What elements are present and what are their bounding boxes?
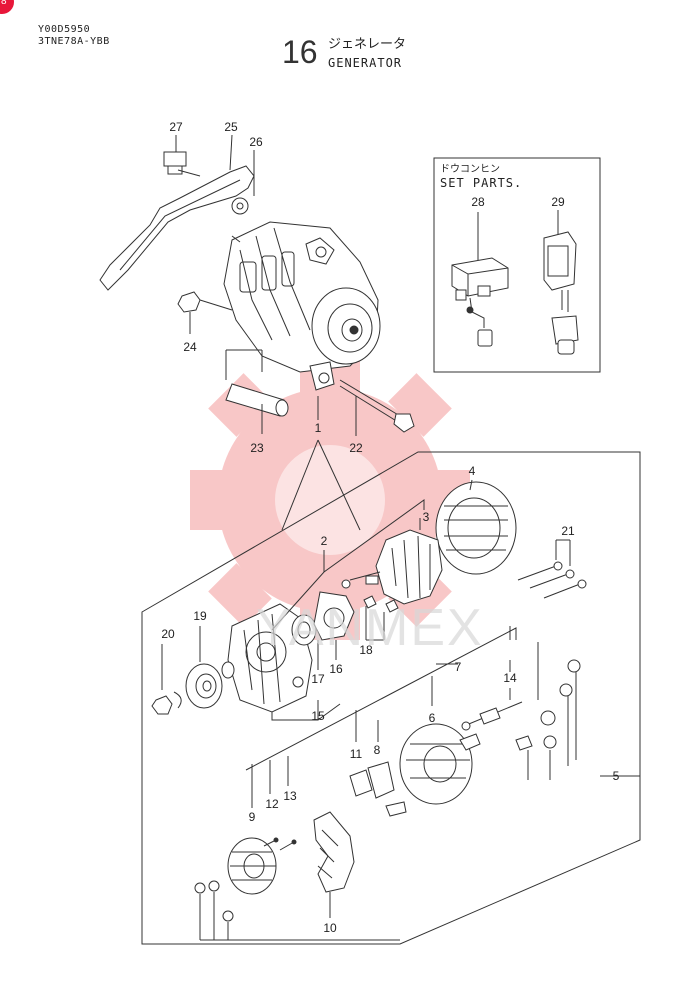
nut-part-20[interactable]	[151, 644, 182, 715]
nut-bottom-parts[interactable]	[194, 880, 400, 941]
screw-part-13[interactable]	[279, 756, 297, 851]
title-english: GENERATOR	[328, 56, 403, 70]
callout-6[interactable]: 6	[428, 711, 436, 725]
corner-badge-label: 8	[1, 0, 7, 7]
terminal-part-14[interactable]	[461, 660, 523, 731]
leader-part-15	[271, 700, 341, 721]
set-parts-label-jp: ドウコンヒン	[440, 164, 500, 175]
stator-part-4[interactable]	[435, 479, 517, 575]
assembly-boundary	[141, 451, 641, 945]
callout-28[interactable]: 28	[471, 195, 485, 209]
model-code: 3TNE78A-YBB	[38, 36, 110, 47]
callout-16[interactable]: 16	[329, 662, 343, 676]
fan-part-9[interactable]	[227, 764, 277, 895]
drawing-code: Y00D5950	[38, 24, 91, 35]
callout-23[interactable]: 23	[250, 441, 264, 455]
regulator-part-29[interactable]	[543, 210, 579, 355]
callout-19[interactable]: 19	[193, 609, 207, 623]
screw-part-18[interactable]	[363, 595, 399, 641]
title-japanese: ジェネレータ	[328, 37, 407, 52]
rear-assembly-line	[245, 627, 517, 771]
bearing-part-17[interactable]	[291, 614, 319, 670]
washer-part-26[interactable]	[231, 150, 255, 215]
bolt-part-22[interactable]	[339, 379, 415, 436]
regulator-part-28[interactable]	[451, 212, 509, 347]
callout-5[interactable]: 5	[612, 769, 620, 783]
callout-9[interactable]: 9	[248, 810, 256, 824]
insulator-parts[interactable]	[509, 626, 581, 780]
spacer-ring[interactable]	[221, 661, 235, 679]
callout-3[interactable]: 3	[422, 510, 430, 524]
set-parts-label-en: SET PARTS.	[440, 176, 523, 190]
callout-10[interactable]: 10	[323, 921, 337, 935]
set-parts-box	[433, 157, 601, 373]
retainer-plate-part-16[interactable]	[313, 579, 355, 660]
callout-17[interactable]: 17	[311, 672, 325, 686]
screw-part-21[interactable]	[517, 539, 587, 599]
callout-25[interactable]: 25	[224, 120, 238, 134]
callout-1[interactable]: 1	[314, 421, 322, 435]
rear-cover-part-10[interactable]	[313, 811, 355, 918]
callout-15[interactable]: 15	[311, 709, 325, 723]
bolt-part-27[interactable]	[163, 135, 201, 177]
callout-7[interactable]: 7	[454, 660, 462, 674]
callout-13[interactable]: 13	[283, 789, 297, 803]
callout-14[interactable]: 14	[503, 671, 517, 685]
callout-11[interactable]: 11	[349, 747, 363, 761]
callout-22[interactable]: 22	[349, 441, 363, 455]
callout-27[interactable]: 27	[169, 120, 183, 134]
callout-4[interactable]: 4	[468, 464, 476, 478]
nut-part-24[interactable]	[177, 291, 233, 334]
rotor-part-3[interactable]	[349, 518, 443, 605]
callout-26[interactable]: 26	[249, 135, 263, 149]
watermark-text: YANMEX	[256, 599, 484, 657]
callout-8[interactable]: 8	[373, 743, 381, 757]
rear-frame-part-6[interactable]	[399, 676, 481, 805]
callout-20[interactable]: 20	[161, 627, 175, 641]
callout-21[interactable]: 21	[561, 524, 575, 538]
callout-12[interactable]: 12	[265, 797, 279, 811]
leader-part-1	[281, 396, 361, 531]
callout-18[interactable]: 18	[359, 643, 373, 657]
sleeve-part-23[interactable]	[225, 349, 289, 434]
callout-24[interactable]: 24	[183, 340, 197, 354]
callout-29[interactable]: 29	[551, 195, 565, 209]
pulley-part-19[interactable]	[185, 626, 223, 709]
brush-holder-part-11[interactable]	[349, 710, 407, 817]
callout-2[interactable]: 2	[320, 534, 328, 548]
section-number: 16	[282, 34, 318, 70]
screw-part-12[interactable]	[263, 760, 279, 847]
alternator-assembly[interactable]	[223, 221, 381, 391]
